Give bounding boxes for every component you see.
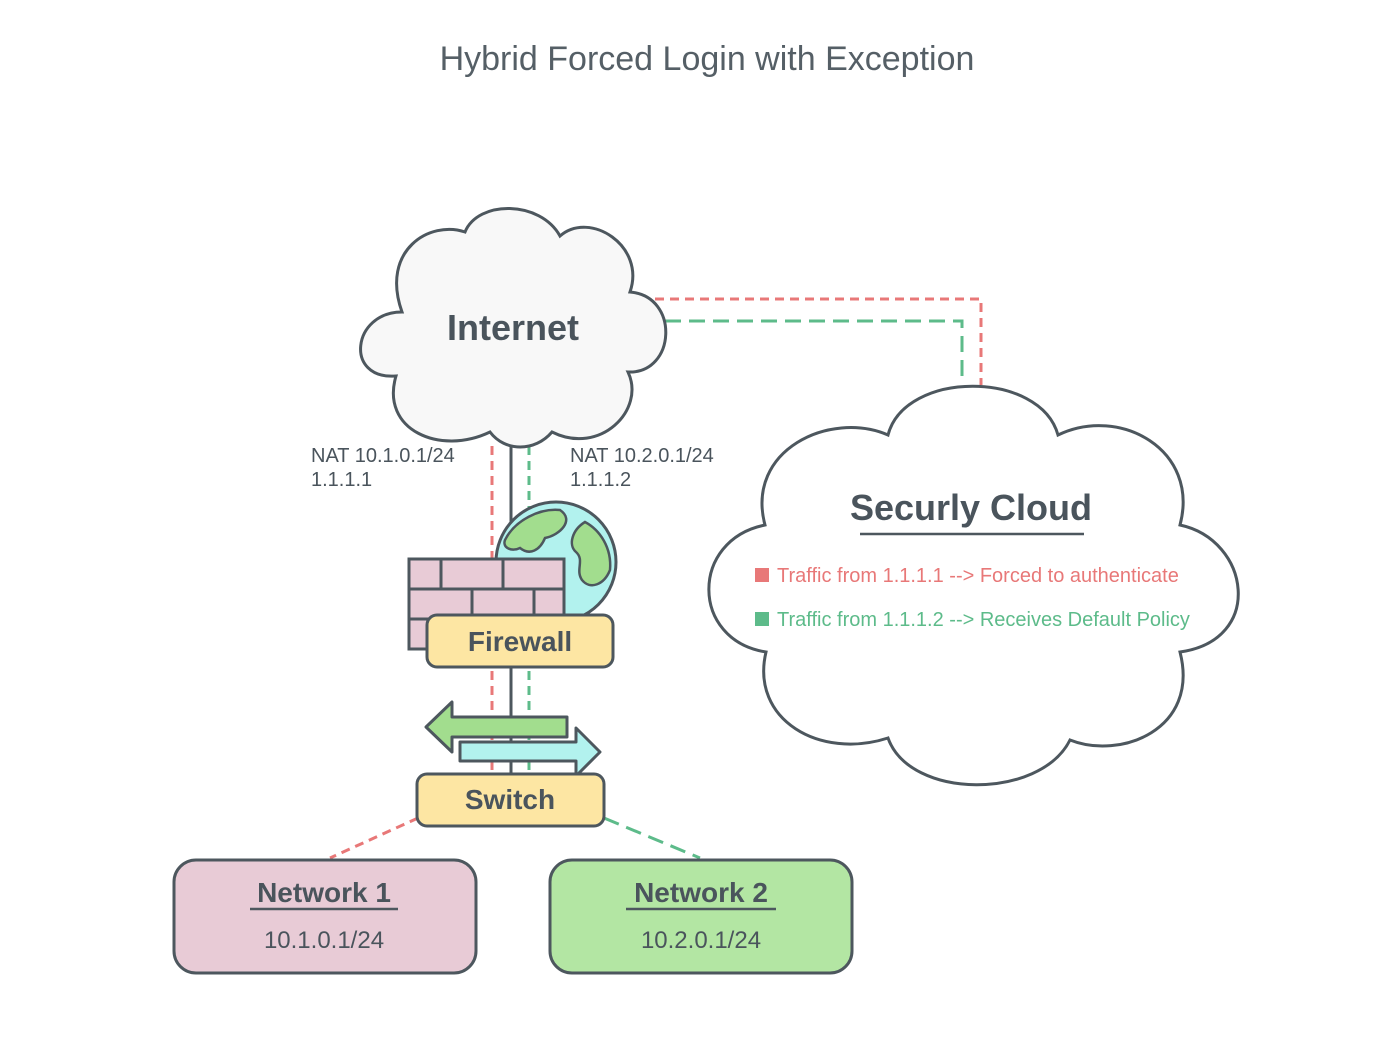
legend-green-swatch [755, 612, 769, 626]
firewall-node: Firewall [425, 613, 615, 669]
network2-label: Network 2 [634, 877, 768, 908]
securly-cloud: Securly Cloud Traffic from 1.1.1.1 --> F… [707, 384, 1240, 787]
network2-node: Network 2 10.2.0.1/24 [548, 858, 854, 975]
internet-cloud-shape [359, 207, 668, 449]
firewall-label: Firewall [468, 626, 572, 657]
switch-label-box [415, 772, 606, 828]
switch-arrows-icon [424, 700, 602, 778]
nat-right-line1: NAT 10.2.0.1/24 [570, 445, 714, 467]
diagram-title: Hybrid Forced Login with Exception [440, 40, 975, 78]
network1-box [172, 858, 478, 975]
firewall-label-box [425, 613, 615, 669]
legend-red-text: Traffic from 1.1.1.1 --> Forced to authe… [777, 565, 1179, 587]
network1-node: Network 1 10.1.0.1/24 [172, 858, 478, 975]
green-traffic-line-to-cloud [665, 319, 964, 380]
legend-red-swatch [755, 568, 769, 582]
internet-cloud: Internet [359, 207, 668, 449]
switch-node: Switch [415, 772, 606, 828]
green-traffic-line-network2 [603, 816, 701, 860]
internet-label: Internet [447, 307, 579, 348]
network1-subnet: 10.1.0.1/24 [264, 927, 384, 954]
securly-cloud-shape [707, 384, 1240, 787]
network2-box [548, 858, 854, 975]
network2-subnet: 10.2.0.1/24 [641, 927, 761, 954]
nat-left-line2: 1.1.1.1 [311, 469, 372, 491]
nat-left-line1: NAT 10.1.0.1/24 [311, 445, 455, 467]
red-traffic-line-network1 [329, 816, 419, 860]
network1-label: Network 1 [257, 877, 391, 908]
nat-right-line2: 1.1.1.2 [570, 469, 631, 491]
legend-green-text: Traffic from 1.1.1.2 --> Receives Defaul… [777, 609, 1190, 631]
red-traffic-line-to-cloud [655, 297, 983, 385]
switch-label: Switch [465, 784, 555, 815]
securly-cloud-label: Securly Cloud [850, 487, 1092, 528]
